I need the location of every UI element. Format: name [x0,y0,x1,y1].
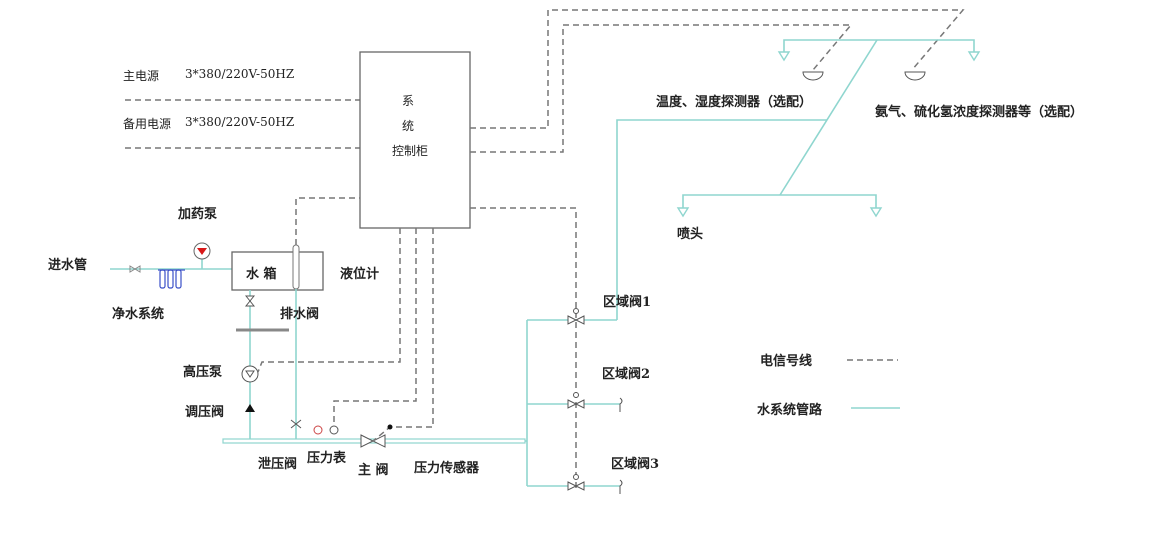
temp-humidity-detector-icon [802,71,824,81]
level-gauge-icon [292,244,300,290]
dosing-pump-label: 加药泵 [178,207,218,222]
high-pressure-pump-icon [241,365,259,383]
relief-valve-label: 泄压阀 [258,457,298,472]
gas-detector-label: 氨气、硫化氢浓度探测器等（选配） [875,105,1084,120]
zone-valve-2-label: 区域阀2 [602,367,651,382]
legend-signal-label: 电信号线 [760,354,813,369]
gas-detector-icon [904,71,926,81]
zone-valve-1-label: 区域阀1 [603,295,652,310]
pressure-regulating-valve-icon [245,404,255,412]
pressure-sensor-icon [329,425,339,435]
filter-icon [158,269,185,289]
spray-pipe-bottom [682,194,877,212]
high-pressure-pump-label: 高压泵 [183,365,223,380]
pressure-gauge-icon [313,425,323,435]
drain-valve-label: 排水阀 [280,307,320,322]
tank-outlet-valve-icon [244,295,256,307]
water-tank [231,251,324,291]
inlet-valve-icon [129,265,141,273]
pressure-regulating-valve-label: 调压阀 [185,405,225,420]
nozzle-icons [676,51,981,218]
legend-pipe-label: 水系统管路 [757,403,823,418]
spray-pipe-top [783,39,975,56]
zone-valve-icons [567,308,585,491]
main-power-label: 主电源 [123,69,160,83]
zone1-riser [616,119,827,320]
temp-humidity-detector-label: 温度、湿度探测器（选配） [656,95,813,110]
backup-power-spec: 3*380/220V-50HZ [185,115,295,129]
drain-valve-icon [290,419,302,429]
cabinet-label-1: 系 [402,94,415,108]
signal-line-gas-detector [470,9,965,129]
backup-power-label: 备用电源 [123,117,172,131]
control-cabinet [359,51,471,229]
nozzle-label: 喷头 [677,227,704,242]
water-tank-label: 水 箱 [246,267,277,282]
cabinet-label-3: 控制柜 [392,144,429,158]
inlet-pipe-label: 进水管 [48,258,88,273]
level-gauge-label: 液位计 [340,267,380,282]
zone-valve-3-label: 区域阀3 [611,457,660,472]
signal-line-temp-detector [470,24,853,153]
pressure-gauge-label: 压力表 [307,451,347,466]
water-purification-label: 净水系统 [112,307,165,322]
cabinet-label-2: 统 [402,119,415,133]
pressure-sensor-label: 压力传感器 [414,461,480,476]
main-valve-label: 主 阀 [358,463,389,478]
main-power-spec: 3*380/220V-50HZ [185,67,295,81]
